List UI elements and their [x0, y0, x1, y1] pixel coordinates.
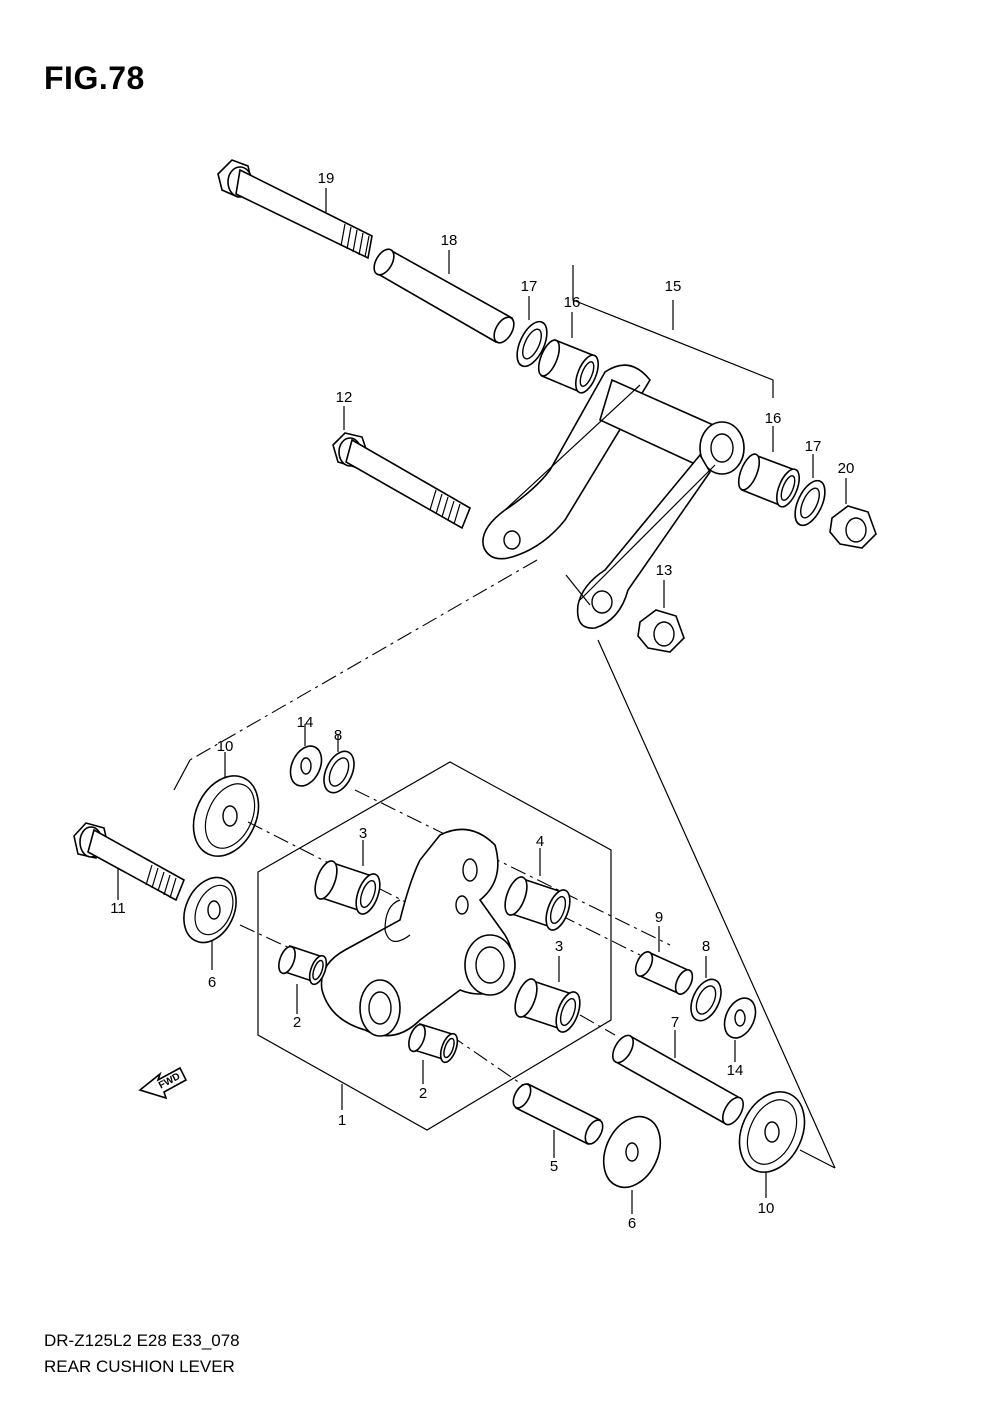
callout-6-left: 6	[208, 974, 216, 991]
callout-5: 5	[550, 1158, 558, 1175]
nut-20	[829, 505, 877, 549]
callout-12: 12	[336, 389, 353, 406]
callout-9: 9	[655, 909, 663, 926]
centerline-right	[597, 639, 836, 1169]
bolt-12	[332, 432, 472, 530]
spacer-7	[611, 1034, 745, 1126]
bearing-16-right	[737, 453, 801, 508]
callout-10-left: 10	[217, 738, 234, 755]
callout-2-lower: 2	[419, 1085, 427, 1102]
seal-8-left	[323, 750, 355, 794]
bearing-16-upper	[537, 338, 600, 394]
callout-8-right: 8	[702, 938, 710, 955]
bearing-3-lower	[514, 978, 581, 1033]
callout-8-left: 8	[334, 727, 342, 744]
bolt-11	[73, 822, 186, 902]
spacer-5	[512, 1082, 604, 1146]
callout-19: 19	[318, 170, 335, 187]
washer-10-left	[192, 775, 260, 857]
bearing-2-lower	[408, 1022, 459, 1064]
seal-17-right	[794, 479, 826, 527]
figure-title: FIG.78	[44, 60, 145, 96]
bearing-4	[504, 876, 571, 931]
cushion-rod-15	[482, 364, 745, 629]
callout-14-left: 14	[297, 714, 314, 731]
section-name: REAR CUSHION LEVER	[44, 1357, 235, 1376]
callout-14-right: 14	[727, 1062, 744, 1079]
callout-13: 13	[656, 562, 673, 579]
washer-14-right	[723, 997, 757, 1039]
centerline-right-end	[799, 1149, 836, 1169]
centerline-left-end	[173, 759, 191, 791]
spacer-9	[634, 950, 694, 996]
group-1-outline	[257, 761, 612, 1131]
axis-upper	[354, 789, 671, 946]
callout-1: 1	[338, 1112, 346, 1129]
callout-17-right: 17	[805, 438, 822, 455]
seal-8-right	[690, 978, 722, 1022]
spacer-18	[373, 248, 515, 344]
callout-2-left: 2	[293, 1014, 301, 1031]
washer-10-lower	[738, 1091, 806, 1173]
axis-right	[559, 914, 641, 956]
forward-arrow-icon: FWD	[138, 1066, 188, 1100]
callout-16-upper: 16	[564, 294, 581, 311]
callout-18: 18	[441, 232, 458, 249]
callout-3-upper: 3	[359, 825, 367, 842]
callout-11: 11	[110, 900, 126, 917]
centerline-left	[189, 559, 538, 761]
model-code: DR-Z125L2 E28 E33_078	[44, 1331, 240, 1350]
bearing-3-upper	[314, 860, 381, 915]
callout-17-upper: 17	[521, 278, 538, 295]
callout-20: 20	[838, 460, 855, 477]
callout-10-lower: 10	[758, 1200, 775, 1217]
callout-6-lower: 6	[628, 1215, 636, 1232]
callout-16-right: 16	[765, 410, 782, 427]
seal-17-upper	[516, 320, 548, 368]
washer-14-left	[289, 745, 323, 787]
cushion-lever-1	[320, 828, 516, 1037]
washer-6-lower	[602, 1115, 662, 1189]
washer-6-left	[183, 876, 237, 944]
bolt-19	[217, 159, 373, 260]
axis-low	[449, 1034, 531, 1091]
nut-13	[637, 609, 685, 653]
callout-7: 7	[671, 1014, 679, 1031]
callout-15: 15	[665, 278, 682, 295]
callout-4: 4	[536, 833, 544, 850]
callout-3-lower: 3	[555, 938, 563, 955]
bearing-2-left	[278, 944, 328, 986]
axis-right-low	[579, 1014, 616, 1036]
centerline-right-start	[565, 574, 591, 606]
bracket-15	[572, 265, 774, 398]
